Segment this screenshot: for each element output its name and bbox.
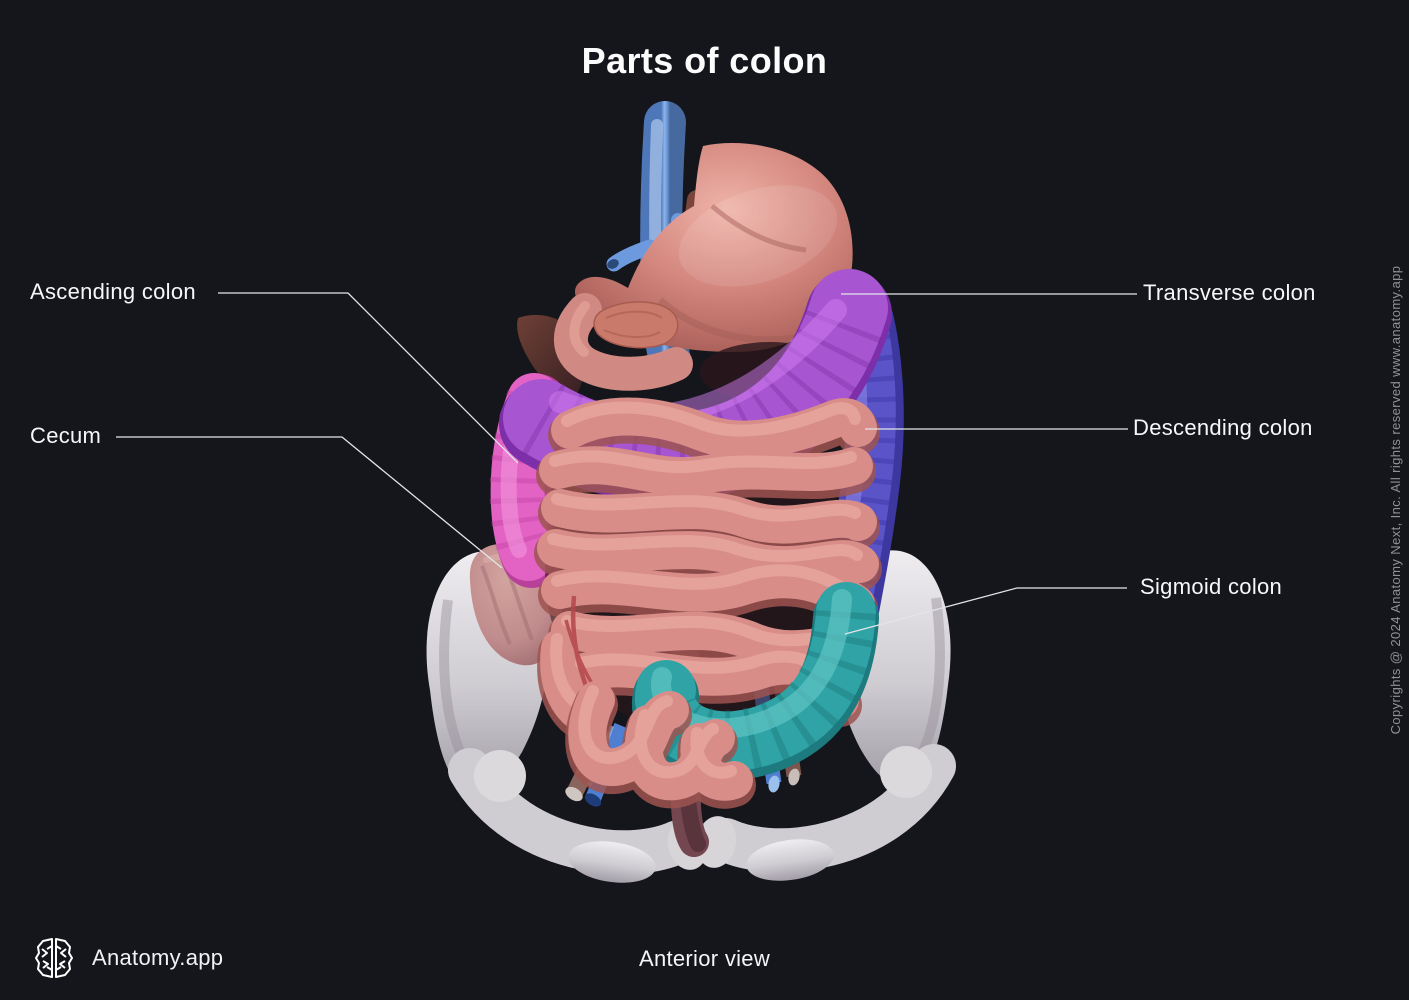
copyright-vertical-text: Copyrights @ 2024 Anatomy Next, Inc. All… bbox=[1388, 265, 1403, 735]
stomach bbox=[575, 143, 853, 352]
view-caption: Anterior view bbox=[638, 946, 771, 971]
page-title: Parts of colon bbox=[581, 40, 828, 81]
label-cecum: Cecum bbox=[30, 423, 102, 448]
label-transverse-colon: Transverse colon bbox=[1143, 280, 1316, 305]
label-sigmoid-colon: Sigmoid colon bbox=[1140, 574, 1283, 599]
label-ascending-colon: Ascending colon bbox=[30, 279, 196, 304]
right-pubic-bone bbox=[695, 816, 737, 868]
brand-footer: Anatomy.app bbox=[30, 934, 223, 982]
ascending-colon-leader-line bbox=[218, 292, 519, 464]
brain-icon bbox=[35, 938, 73, 978]
leader-lines bbox=[116, 292, 1137, 635]
cecum-leader-line bbox=[116, 436, 503, 569]
pancreas bbox=[593, 301, 679, 349]
sigmoid-colon-leader-line bbox=[844, 587, 1127, 635]
label-descending-colon: Descending colon bbox=[1133, 415, 1313, 440]
brand-name: Anatomy.app bbox=[92, 945, 224, 970]
duodenum bbox=[554, 293, 693, 391]
pelvis-bones bbox=[426, 550, 956, 883]
